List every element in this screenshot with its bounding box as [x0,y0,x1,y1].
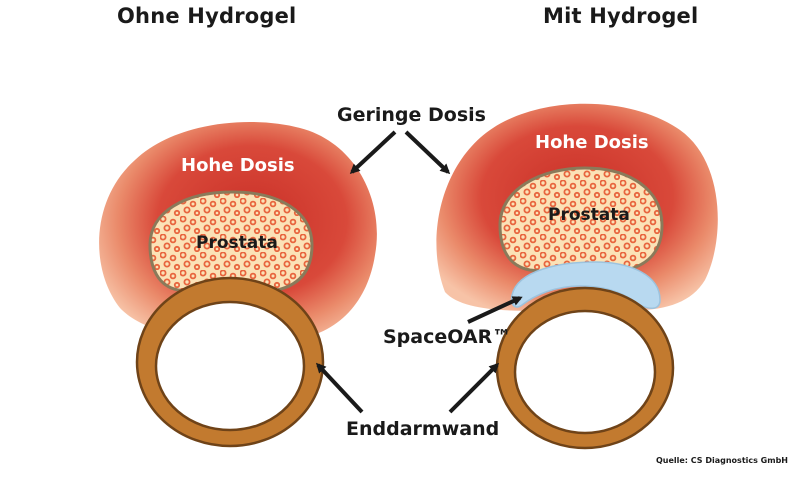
arrow-spacer [467,296,523,324]
source-credit: Quelle: CS Diagnostics GmbH [655,456,788,465]
spacer-label: SpaceOAR™ [383,326,512,348]
left-prostate-label: Prostata [196,233,278,253]
left-high-dose-label: Hohe Dosis [181,155,295,176]
arrow-rectum-left [315,362,364,414]
left-prostate [148,190,314,295]
arrow-rectum-right [448,362,500,414]
right-heading: Mit Hydrogel [543,4,699,28]
low-dose-label: Geringe Dosis [337,104,486,126]
arrow-low-dose-right [404,130,451,175]
right-prostate-label: Prostata [548,205,630,225]
right-rectum [495,286,675,450]
right-high-dose-label: Hohe Dosis [535,132,649,153]
left-rectum [135,276,325,448]
right-prostate [498,166,664,275]
left-heading: Ohne Hydrogel [117,4,297,28]
rectum-wall-label: Enddarmwand [346,418,500,440]
arrow-low-dose-left [349,130,397,175]
